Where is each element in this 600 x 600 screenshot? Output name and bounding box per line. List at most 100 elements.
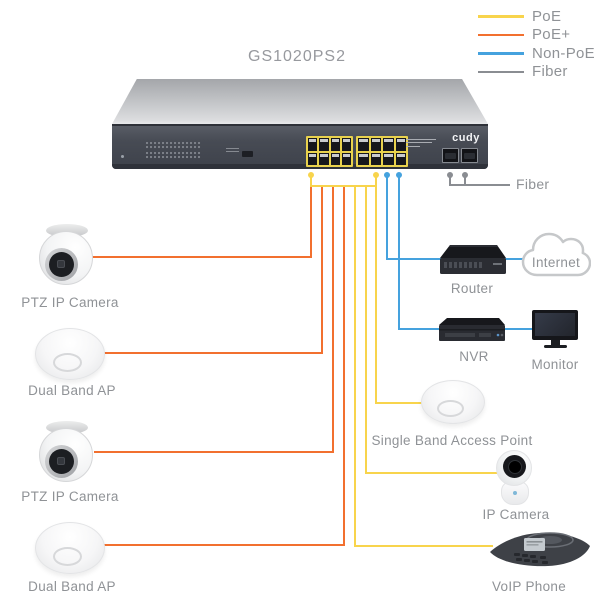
rj45-port-group-1	[306, 136, 353, 167]
cable-poe-single-band-ap	[375, 187, 377, 404]
voip-phone-device	[487, 523, 593, 569]
cable-poe-single-band-ap	[375, 402, 425, 404]
camera-lens	[503, 455, 526, 478]
cable-router-internet	[505, 258, 527, 260]
switch-spec-microtext	[406, 146, 420, 147]
device-label: IP Camera	[482, 507, 550, 522]
power-led	[121, 155, 124, 158]
legend-label: PoE+	[532, 26, 571, 44]
dual-band-ap-2	[35, 522, 105, 576]
cable-poe-plus-dual-band-ap-2	[100, 544, 345, 546]
poe-port-dot	[373, 172, 379, 178]
cable-poe-plus-ptz-camera-2	[332, 187, 334, 453]
rj45-port	[395, 138, 406, 151]
switch-led-indicators	[146, 142, 202, 149]
legend: PoE PoE+ Non-PoE Fiber	[478, 7, 595, 81]
monitor-stand	[551, 340, 560, 346]
device-label: Dual Band AP	[28, 383, 116, 398]
rj45-port	[383, 138, 394, 151]
sfp-port-dot	[447, 172, 453, 178]
internet-cloud	[519, 229, 591, 283]
non-poe-line-swatch	[478, 52, 524, 55]
device-label: Single Band Access Point	[371, 433, 533, 448]
non-poe-port-dot	[396, 172, 402, 178]
legend-item-poe-plus: PoE+	[478, 26, 595, 45]
device-label: PTZ IP Camera	[21, 295, 119, 310]
cable-poe-plus-ptz-camera-1	[92, 256, 312, 258]
legend-label: Fiber	[532, 63, 568, 81]
cable-poe-plus-ptz-camera-1	[310, 187, 312, 257]
internet-label: Internet	[531, 255, 581, 270]
non-poe-port-dot	[384, 172, 390, 178]
legend-item-non-poe: Non-PoE	[478, 44, 595, 63]
legend-item-fiber: Fiber	[478, 63, 595, 82]
camera-lens-glint	[57, 457, 65, 465]
rj45-port	[358, 138, 369, 151]
rj45-port	[395, 152, 406, 165]
device-label: Dual Band AP	[28, 579, 116, 594]
ip-camera-device	[494, 450, 538, 506]
rj45-port	[358, 152, 369, 165]
rj45-port	[330, 152, 340, 165]
cable-poe-bus-drop	[310, 176, 312, 186]
cable-poe-plus-ptz-camera-2	[94, 451, 334, 453]
mode-switch	[242, 151, 253, 157]
router-illustration	[440, 245, 506, 274]
fiber-line-swatch	[478, 70, 524, 73]
cable-poe-ip-camera	[365, 187, 367, 474]
sfp-port-1	[442, 148, 459, 163]
mode-switch-label	[226, 148, 239, 154]
cable-poe-bus	[310, 185, 377, 187]
cable-non-poe-router	[386, 258, 441, 260]
monitor-screen	[535, 313, 575, 336]
sfp-port-dot	[462, 172, 468, 178]
device-label: Router	[450, 281, 494, 296]
switch-top-face	[112, 79, 488, 124]
fiber-callout-line	[449, 176, 451, 186]
switch-led-indicators	[146, 152, 202, 159]
rj45-port	[341, 138, 351, 151]
cudy-brand-logo: cudy	[452, 132, 480, 144]
cable-nvr-monitor	[505, 328, 536, 330]
cable-poe-voip-phone	[354, 545, 493, 547]
device-label: NVR	[459, 349, 489, 364]
cable-non-poe-router	[386, 177, 388, 260]
switch-model-title: GS1020PS2	[248, 48, 346, 65]
rj45-port	[341, 152, 351, 165]
ap-ring	[437, 400, 464, 417]
single-band-access-point	[421, 380, 485, 426]
switch-front-panel	[112, 124, 488, 169]
cable-poe-voip-phone	[354, 187, 356, 547]
device-label: VoIP Phone	[491, 579, 567, 594]
cable-poe-plus-dual-band-ap-1	[100, 352, 323, 354]
cable-poe-plus-dual-band-ap-1	[321, 187, 323, 354]
camera-status-dot	[513, 491, 517, 495]
rj45-port	[319, 152, 329, 165]
cable-poe-plus-dual-band-ap-2	[343, 187, 345, 545]
cable-poe-bus-drop	[375, 176, 377, 186]
poe-line-swatch	[478, 15, 524, 18]
nvr-illustration	[439, 318, 505, 341]
switch-spec-microtext	[406, 139, 436, 140]
cable-non-poe-nvr	[398, 328, 442, 330]
device-label: PTZ IP Camera	[21, 489, 119, 504]
monitor-device	[532, 310, 582, 350]
rj45-port	[330, 138, 340, 151]
fiber-callout-line	[464, 176, 466, 186]
camera-lens-glint	[57, 260, 65, 268]
device-label: Monitor	[531, 357, 579, 372]
rj45-port	[308, 138, 318, 151]
sfp-port-2	[461, 148, 478, 163]
rj45-port	[370, 152, 381, 165]
ptz-ip-camera-2	[34, 421, 100, 489]
cable-non-poe-nvr	[398, 177, 400, 330]
dual-band-ap-1	[35, 328, 105, 382]
fiber-callout-line	[449, 184, 510, 186]
rj45-port	[308, 152, 318, 165]
voip-phone-illustration	[490, 532, 590, 567]
rj45-port	[319, 138, 329, 151]
rj45-port-group-2	[356, 136, 408, 167]
router-device	[438, 242, 508, 278]
poe-plus-line-swatch	[478, 33, 524, 36]
